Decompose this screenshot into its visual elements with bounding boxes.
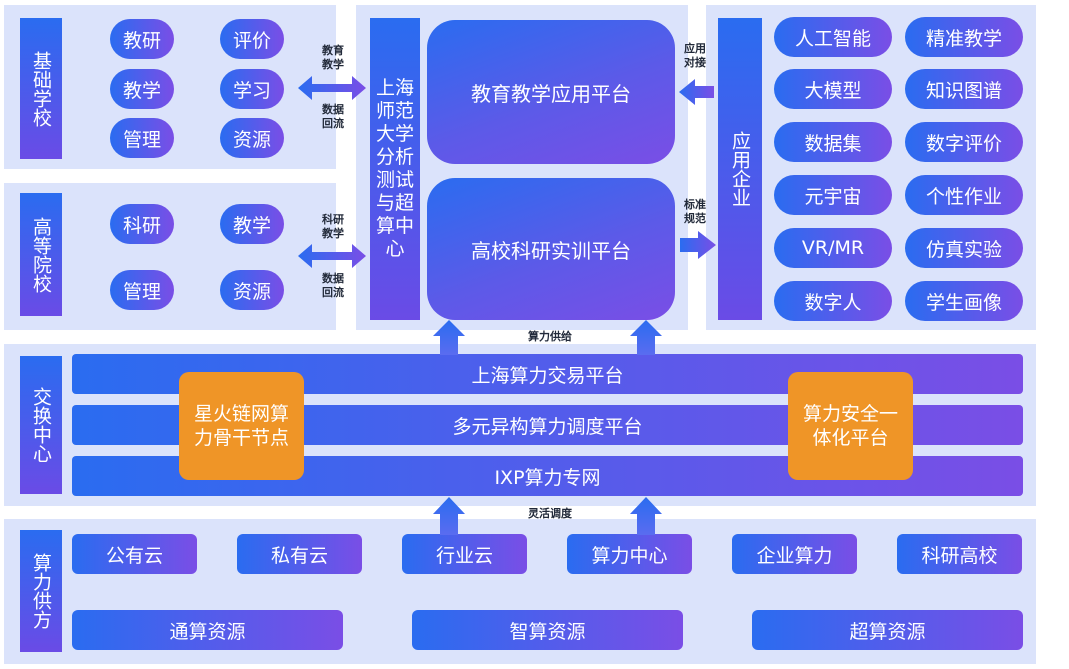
enterprise-item[interactable]: 仿真实验 [905, 228, 1023, 268]
supply-resource[interactable]: 超算资源 [752, 610, 1023, 650]
arrow-label: 科研 教学 [322, 213, 344, 240]
basic-school-item[interactable]: 教研 [110, 19, 174, 59]
exchange-node-left[interactable]: 星火链网算力骨干节点 [179, 372, 304, 480]
university-title: 高等院校 [20, 193, 62, 316]
enterprise-item[interactable]: 元宇宙 [774, 175, 892, 215]
supply-resource[interactable]: 智算资源 [412, 610, 683, 650]
enterprise-item[interactable]: 精准教学 [905, 17, 1023, 57]
exchange-title: 交换中心 [20, 356, 62, 494]
university-item[interactable]: 科研 [110, 204, 174, 244]
supply-item[interactable]: 私有云 [237, 534, 362, 574]
supply-resource[interactable]: 通算资源 [72, 610, 343, 650]
basic-school-item[interactable]: 评价 [220, 19, 284, 59]
basic-school-item[interactable]: 学习 [220, 69, 284, 109]
supply-arrow-label: 算力供给 [528, 330, 572, 343]
arrow-label: 数据 回流 [322, 272, 344, 299]
university-item[interactable]: 资源 [220, 270, 284, 310]
arrow-label: 教育 教学 [322, 44, 344, 71]
center-title: 上海师范大学分析测试与超算中心 [370, 18, 420, 320]
center-title-text: 上海师范大学分析测试与超算中心 [375, 77, 414, 260]
enterprise-title: 应用企业 [718, 18, 762, 320]
dispatch-arrow-label: 灵活调度 [528, 507, 572, 520]
university-item[interactable]: 教学 [220, 204, 284, 244]
basic-school-item[interactable]: 教学 [110, 69, 174, 109]
arrow-label: 标准 规范 [684, 198, 706, 225]
enterprise-item[interactable]: 人工智能 [774, 17, 892, 57]
enterprise-item[interactable]: 大模型 [774, 69, 892, 109]
basic-school-item[interactable]: 资源 [220, 118, 284, 158]
supply-item[interactable]: 科研高校 [897, 534, 1022, 574]
supply-item[interactable]: 企业算力 [732, 534, 857, 574]
basic-school-item[interactable]: 管理 [110, 118, 174, 158]
supply-item[interactable]: 行业云 [402, 534, 527, 574]
enterprise-item[interactable]: 数字人 [774, 281, 892, 321]
enterprise-item[interactable]: 个性作业 [905, 175, 1023, 215]
supply-title: 算力供方 [20, 530, 62, 652]
supply-item[interactable]: 算力中心 [567, 534, 692, 574]
basic-school-title: 基础学校 [20, 18, 62, 159]
platform-research[interactable]: 高校科研实训平台 [427, 178, 675, 320]
supply-item[interactable]: 公有云 [72, 534, 197, 574]
enterprise-item[interactable]: 学生画像 [905, 281, 1023, 321]
enterprise-item[interactable]: 数字评价 [905, 122, 1023, 162]
university-item[interactable]: 管理 [110, 270, 174, 310]
enterprise-item[interactable]: 数据集 [774, 122, 892, 162]
platform-education[interactable]: 教育教学应用平台 [427, 20, 675, 164]
arrow-label: 应用 对接 [684, 42, 706, 69]
enterprise-item[interactable]: VR/MR [774, 228, 892, 268]
arrow-label: 数据 回流 [322, 103, 344, 130]
exchange-node-right[interactable]: 算力安全一体化平台 [788, 372, 913, 480]
enterprise-item[interactable]: 知识图谱 [905, 69, 1023, 109]
